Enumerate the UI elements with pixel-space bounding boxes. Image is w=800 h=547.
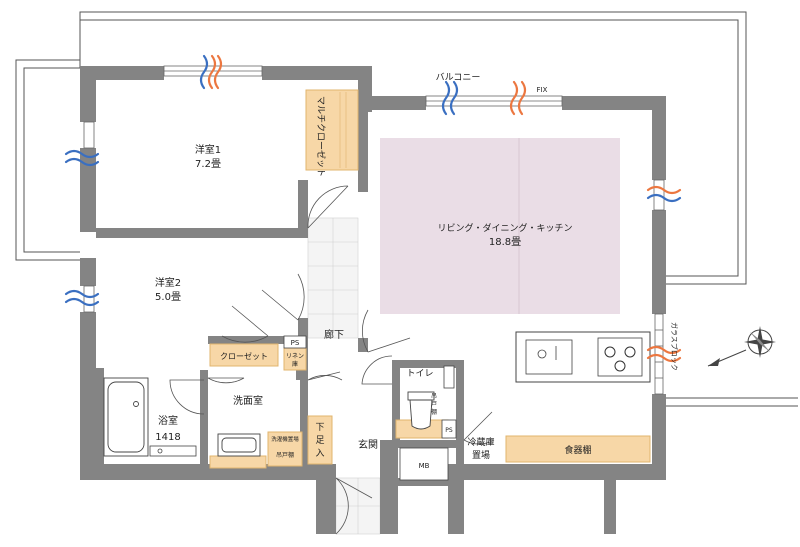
multi-closet-label: マルチクローゼット xyxy=(315,96,327,177)
door-swings xyxy=(169,185,495,535)
balcony-outline xyxy=(15,11,798,407)
bath-size: 1418 xyxy=(155,432,180,443)
ps-boxes xyxy=(283,335,457,439)
bath-name: 浴室 xyxy=(158,414,178,427)
airflow-arrows xyxy=(64,54,682,363)
entrance-name: 玄関 xyxy=(358,438,378,451)
hallway-name: 廊下 xyxy=(324,328,344,341)
bedroom1-size: 7.2畳 xyxy=(195,158,221,170)
glass-block-label: ガラスブロック xyxy=(670,322,679,371)
fix-label: FIX xyxy=(537,86,548,94)
compass-icon xyxy=(707,326,776,367)
hallway-floor xyxy=(307,217,359,339)
toilet-fixture xyxy=(407,391,435,430)
bedroom2-name: 洋室2 xyxy=(155,276,181,289)
bedroom2-size: 5.0畳 xyxy=(155,291,181,303)
stove-burners xyxy=(604,346,636,372)
toilet-sink xyxy=(443,365,455,389)
upper-cabinet-label: 吊戸棚 xyxy=(276,451,294,459)
shoe-box xyxy=(307,415,333,465)
shoe-box-label-1: 下 xyxy=(315,423,324,433)
bathtub xyxy=(103,377,149,457)
mb-label: MB xyxy=(419,462,430,470)
toilet-shelf-label-3: 棚 xyxy=(431,408,437,416)
closet xyxy=(209,343,279,367)
shoe-box-label-3: 入 xyxy=(315,448,324,459)
fridge-label-1: 冷蔵庫 xyxy=(467,436,494,448)
ps-toilet-label: PS xyxy=(445,427,453,434)
mb-box xyxy=(399,447,449,481)
toilet-shelf-label-2: 戸 xyxy=(431,401,437,408)
linen-label-2: 庫 xyxy=(292,360,298,368)
walls xyxy=(80,66,666,534)
ps-top-label: PS xyxy=(291,339,300,347)
upper-cabinet xyxy=(209,455,267,469)
shoe-box-label-2: 足 xyxy=(315,435,324,446)
storage-fills xyxy=(209,89,651,469)
toilet-shelf-label-1: 吊 xyxy=(431,393,437,400)
ldk-size: 18.8畳 xyxy=(489,236,521,248)
kitchen-counter xyxy=(515,331,651,383)
washer-space xyxy=(267,431,303,467)
washroom-name: 洗面室 xyxy=(233,394,263,407)
ldk-name: リビング・ダイニング・キッチン xyxy=(437,222,572,234)
linen-label-1: リネン xyxy=(286,353,304,360)
washer-space-label: 洗濯機置場 xyxy=(271,435,299,443)
balcony-label: バルコニー xyxy=(436,72,481,83)
multi-closet xyxy=(305,89,359,171)
dish-cabinet xyxy=(505,435,651,463)
fridge-label-2: 置場 xyxy=(472,449,490,461)
closet-label: クローゼット xyxy=(220,351,268,361)
bath-sink xyxy=(149,445,197,457)
multi-closet-hatch xyxy=(339,92,347,168)
wash-basin xyxy=(217,433,261,457)
toilet-name: トイレ xyxy=(406,369,433,379)
dish-cabinet-label: 食器棚 xyxy=(564,444,591,456)
bedroom1-name: 洋室1 xyxy=(195,143,221,156)
ldk-floor xyxy=(380,138,620,314)
